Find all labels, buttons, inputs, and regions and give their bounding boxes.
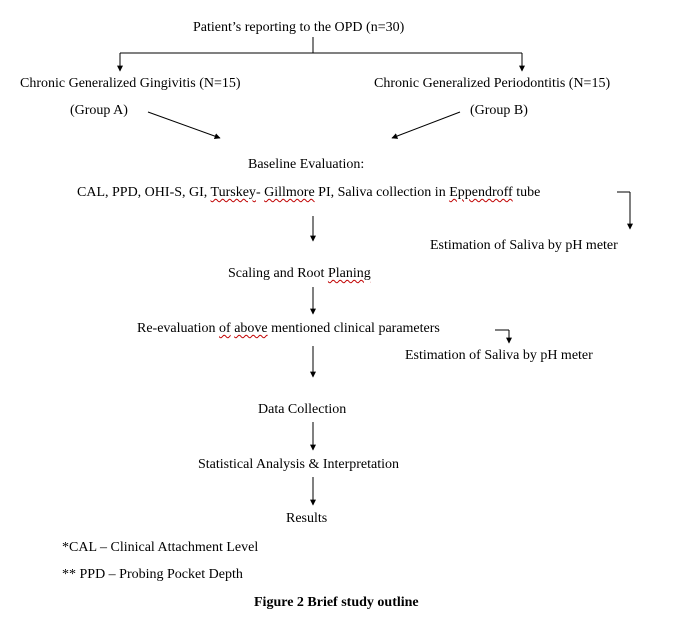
reeval-post: mentioned clinical parameters xyxy=(267,321,440,336)
reeval-of: of xyxy=(219,321,231,336)
node-group-b-label: (Group B) xyxy=(470,103,528,118)
arrow-group-a-to-baseline xyxy=(147,111,221,139)
node-group-a-label: (Group A) xyxy=(70,103,128,118)
node-data-collection: Data Collection xyxy=(258,402,347,417)
reeval-above: above xyxy=(234,321,268,336)
baseline-params-pre: CAL, PPD, OHI-S, GI, xyxy=(77,185,211,200)
figure-caption: Figure 2 Brief study outline xyxy=(254,595,419,610)
footnote-ppd: ** PPD – Probing Pocket Depth xyxy=(62,567,243,582)
scaling-planing: Planing xyxy=(327,266,371,281)
node-group-b-title: Chronic Generalized Periodontitis (N=15) xyxy=(374,76,611,91)
node-statistical: Statistical Analysis & Interpretation xyxy=(198,457,400,472)
baseline-params-gillmore: Gillmore xyxy=(264,185,315,200)
baseline-params-post: PI, Saliva collection in xyxy=(314,185,450,200)
node-group-a-title: Chronic Generalized Gingivitis (N=15) xyxy=(20,76,241,91)
scaling-pre: Scaling and Root xyxy=(228,266,328,281)
baseline-params-turskey: Turskey xyxy=(210,185,256,200)
node-results: Results xyxy=(286,511,328,526)
baseline-params-eppendorff: Eppendroff xyxy=(449,185,513,200)
node-reeval: Re-evaluation of above mentioned clinica… xyxy=(137,321,440,337)
node-scaling: Scaling and Root Planing xyxy=(228,266,371,282)
node-patients: Patient’s reporting to the OPD (n=30) xyxy=(193,20,405,35)
baseline-params-mid: - xyxy=(255,185,265,200)
node-baseline-params: CAL, PPD, OHI-S, GI, Turskey- Gillmore P… xyxy=(77,185,540,201)
footnote-cal: *CAL – Clinical Attachment Level xyxy=(62,540,259,555)
node-saliva-1: Estimation of Saliva by pH meter xyxy=(430,238,618,253)
baseline-params-end: tube xyxy=(512,185,541,200)
node-baseline: Baseline Evaluation: xyxy=(248,157,365,172)
node-saliva-2: Estimation of Saliva by pH meter xyxy=(405,348,593,363)
reeval-pre: Re-evaluation xyxy=(137,321,220,336)
arrow-group-b-to-baseline xyxy=(391,111,461,139)
